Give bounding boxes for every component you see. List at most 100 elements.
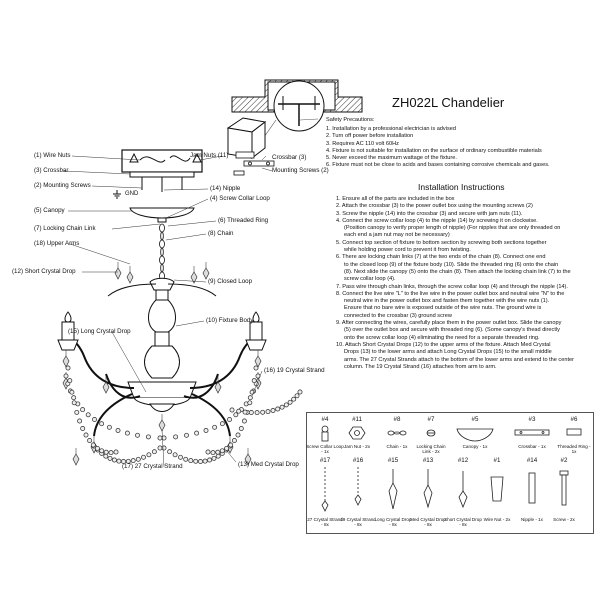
crystal-bead xyxy=(111,457,117,463)
crystal-bead xyxy=(183,456,189,462)
crystal-bead xyxy=(194,430,200,436)
crystal-bead xyxy=(69,389,75,395)
parts-icons xyxy=(321,425,582,512)
crystal-bead xyxy=(90,442,96,448)
crystal-bead xyxy=(207,457,213,463)
crystal-bead xyxy=(71,395,77,401)
crystal-bead xyxy=(85,412,91,418)
crystal-bead xyxy=(219,448,225,454)
crystal-bead xyxy=(241,418,247,424)
crystal-bead xyxy=(247,395,253,401)
instruction-line: connected to the crossbar (3) ground scr… xyxy=(344,312,452,319)
part-name: Chain - 1x xyxy=(386,444,408,449)
crystal-bead xyxy=(235,432,241,438)
part-number: #16 xyxy=(352,457,364,464)
part-name: Canopy - 1x xyxy=(462,444,488,449)
crystal-bead xyxy=(238,426,244,431)
instructions-list: 1. Ensure all of the parts are included … xyxy=(336,196,596,371)
crystal-bead xyxy=(161,445,167,451)
crystal-bead xyxy=(63,373,69,379)
part-number: #4 xyxy=(321,416,329,423)
chain-icon xyxy=(387,430,407,436)
crystal-bead xyxy=(215,449,221,455)
crystal-bead xyxy=(205,449,211,455)
instruction-line: to the closed loop (9) of the fixture bo… xyxy=(344,261,559,268)
part-name: Wire Nut - 2x xyxy=(483,517,511,522)
crystal-bead xyxy=(236,408,242,414)
crystal-bead xyxy=(265,409,271,415)
instruction-line: while holding power cord to prevent it f… xyxy=(344,247,471,254)
crystal-bead xyxy=(212,424,218,430)
part-name: Crossbar - 1x xyxy=(518,444,546,449)
safety-item: 6. Fixture must not be close to acids an… xyxy=(326,162,550,169)
fixture-body xyxy=(127,289,197,412)
callout-crossbar-right: Crossbar (3) xyxy=(272,154,307,161)
crystal-bead xyxy=(94,445,100,451)
crystal-bead xyxy=(275,406,281,412)
callout-nipple: (14) Nipple xyxy=(210,185,241,192)
crystal-bead xyxy=(233,412,239,418)
instruction-line: 7. Pass wire through chain links, throug… xyxy=(336,283,568,290)
crystal-bead xyxy=(67,378,73,384)
crystal-bead xyxy=(167,449,173,455)
instruction-line: 10. Attach Short Crystal Drops (12) to t… xyxy=(336,341,551,348)
exploded-hardware xyxy=(233,151,275,176)
screw-collar-loop-icon xyxy=(321,425,329,442)
callout-crossbar: (3) Crossbar xyxy=(34,167,69,174)
part-number: #11 xyxy=(352,416,362,423)
nipple-icon xyxy=(528,472,536,504)
part-number: #1 xyxy=(493,457,501,464)
crystal-bead xyxy=(198,459,203,464)
part-number: #17 xyxy=(319,457,331,464)
instruction-line: column. The 19 Crystal Strand (16) attac… xyxy=(344,363,497,370)
callout-jam-nuts: Jam Nuts (11) xyxy=(190,152,229,159)
crystal-bead xyxy=(287,399,293,405)
part-name: 27 Crystal Strand - 8x xyxy=(307,517,343,528)
crystal-bead xyxy=(294,393,300,399)
locking-chain-link-icon xyxy=(426,429,436,437)
gnd-label: GND xyxy=(125,191,139,197)
part-name: Jam Nut - 2x xyxy=(343,444,371,449)
crystal-bead xyxy=(87,438,93,443)
instructions-heading: Installation Instructions xyxy=(418,182,505,192)
crystal-bead xyxy=(124,430,130,436)
callout-long-crystal-drop: (15) Long Crystal Drop xyxy=(68,328,131,335)
crystal-bead xyxy=(157,435,163,441)
product-title: ZH022L Chandelier xyxy=(392,95,505,110)
crystal-bead xyxy=(103,449,109,455)
instruction-line: 1. Ensure all of the parts are included … xyxy=(336,196,455,202)
crystal-bead xyxy=(202,458,208,464)
crystal-bead xyxy=(248,410,254,415)
part-number: #7 xyxy=(427,416,435,423)
crystal-bead xyxy=(270,408,276,413)
part-name: Med Crystal Drop - 8x xyxy=(410,517,446,528)
part-name: Nipple - 1x xyxy=(521,517,543,522)
crystal-bead xyxy=(254,410,260,416)
crystal-bead xyxy=(219,421,225,427)
crystal-bead xyxy=(106,424,112,430)
crystal-bead xyxy=(283,402,289,408)
callout-med-crystal-drop: (13) Med Crystal Drop xyxy=(238,461,299,468)
safety-item: 5. Never exceed the maximum wattage of t… xyxy=(326,155,457,162)
chain xyxy=(159,223,165,281)
crystal-bead xyxy=(203,428,209,433)
outlet-box xyxy=(121,149,203,192)
mounting-detail-inset xyxy=(273,80,325,132)
instruction-line: each end a jam nut may not be necessary) xyxy=(344,232,450,239)
crystal-bead xyxy=(115,428,121,433)
instruction-line: arms. The 27 Crystal Strands attach to t… xyxy=(344,356,574,363)
crystal-bead xyxy=(135,432,140,438)
crystal-bead xyxy=(224,445,230,451)
part-number: #2 xyxy=(560,457,568,464)
crystal-bead xyxy=(215,453,221,459)
crystal-bead xyxy=(145,434,151,440)
med-crystal-drops xyxy=(72,413,252,466)
canopy-icon xyxy=(456,428,494,442)
crystal-bead xyxy=(211,455,217,461)
crystal-bead xyxy=(297,389,303,395)
crystal-bead xyxy=(107,455,113,461)
crystal-bead xyxy=(228,442,234,448)
med-crystal-drop-icon xyxy=(423,469,433,509)
crystal-bead xyxy=(251,378,257,384)
instruction-line: 5. Connect top section of fixture to bot… xyxy=(336,239,547,246)
